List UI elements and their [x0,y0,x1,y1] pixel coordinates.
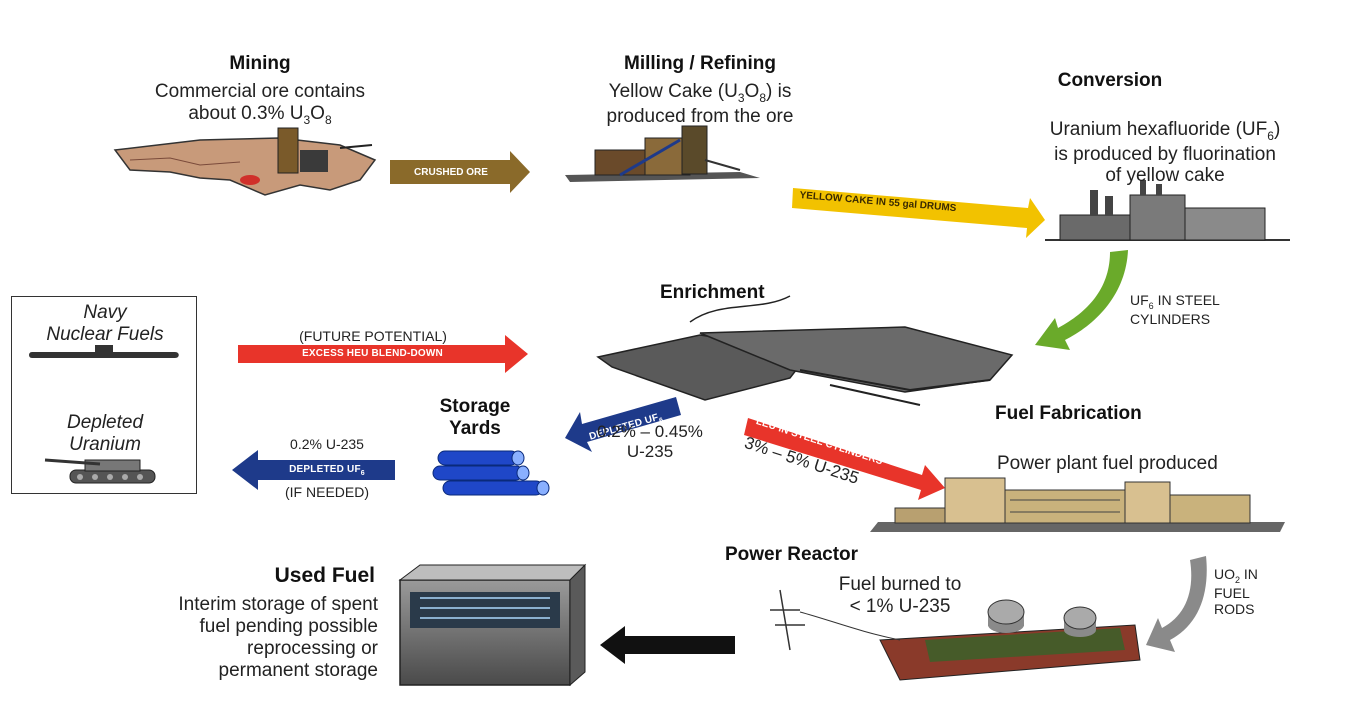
depleted-out-top: 0.2% U-235 [290,436,364,452]
enrichment-illustration [596,295,1014,406]
milling-title: Milling / Refining [624,53,776,74]
enrichment-title: Enrichment [660,282,765,303]
heu-arrow [238,335,528,373]
reactor-illustration [770,589,1141,681]
submarine-icon [29,345,179,358]
uf6-arrow [1035,250,1128,350]
storage-title: Storage Yards [439,396,511,439]
reactor-desc: Fuel burned to < 1% U-235 [838,574,962,617]
mining-desc: Commercial ore contains about 0.3% U3O8 [154,81,366,127]
depleted-enrichment-pct: 0.2% – 0.45% U-235 [597,422,703,461]
heu-label: EXCESS HEU BLEND-DOWN [302,348,443,359]
milling-desc: Yellow Cake (U3O8) is produced from the … [606,81,794,127]
alternate-uses-box [11,296,197,494]
depleted-out-label: DEPLETED UF6 [289,464,365,477]
storage-cylinders [432,450,550,496]
conversion-illustration [1045,180,1290,241]
depleted-uranium-label: Depleted Uranium [66,412,144,455]
crushed-ore-arrow [390,151,530,193]
mining-illustration [113,127,377,196]
depleted-enrichment-arrow [565,397,681,452]
tank-icon [44,458,156,484]
conversion-title: Conversion [1057,70,1163,91]
reactor-title: Power Reactor [725,544,859,565]
uo2-label: UO2 IN FUEL RODS [1214,566,1258,618]
conversion-desc: Uranium hexafluoride (UF6) is produced b… [1049,119,1281,187]
used-fuel-pool [398,563,587,687]
uo2-arrow [1146,556,1207,652]
used-fuel-arrow [600,626,735,664]
navy-fuels-label: Navy Nuclear Fuels [46,302,164,345]
milling-illustration [565,125,760,182]
used-fuel-title: Used Fuel [274,564,375,587]
future-potential-label: (FUTURE POTENTIAL) [299,328,447,344]
fabrication-illustration [870,477,1285,532]
leu-arrow [744,418,945,500]
depleted-out-arrow [232,450,395,490]
crushed-ore-label: CRUSHED ORE [414,167,488,178]
uf6-label: UF6 IN STEEL CYLINDERS [1130,292,1220,328]
yellow-cake-arrow [792,188,1045,238]
fabrication-desc: Power plant fuel produced [997,453,1218,474]
depleted-out-bottom: (IF NEEDED) [285,484,369,500]
fabrication-title: Fuel Fabrication [995,403,1142,424]
used-fuel-desc: Interim storage of spent fuel pending po… [178,594,378,681]
mining-title: Mining [229,53,291,74]
